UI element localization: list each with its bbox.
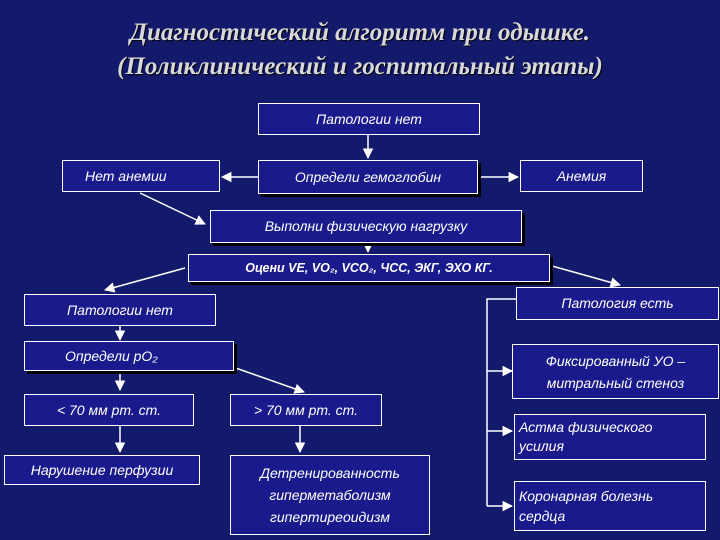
coronary-line-2: сердца [519,508,566,524]
coronary-line-1: Коронарная болезнь [519,488,654,504]
node-no-pathology: Патологии нет [24,294,216,326]
node-no-pathology-top: Патологии нет [258,103,480,135]
pathology-branch-line [486,298,516,506]
node-detraining: Детренированность гиперметаболизм гиперт… [230,455,430,535]
title-line-2: (Поликлинический и госпитальный этапы) [117,53,603,80]
detraining-line-3: гипертиреоидизм [269,509,391,525]
arrow-assess-to-no-pathology [103,267,186,293]
arrow-assess-to-pathology [551,265,622,288]
node-exercise-asthma: Астма физического усилия [514,414,706,460]
node-anemia: Анемия [520,160,643,192]
node-perfusion-disorder: Нарушение перфузии [4,455,200,485]
node-assess-parameters: Оцени VE, VO₂, VCO₂, ЧСС, ЭКГ, ЭХО КГ. [188,254,550,282]
node-no-anemia: Нет анемии [62,160,220,192]
detraining-line-2: гиперметаболизм [269,487,391,503]
title-line-1: Диагностический алгоритм при одышке. [129,19,591,46]
node-above-70: > 70 мм рт. ст. [230,394,382,426]
fixed-sv-line-2: митральный стеноз [546,374,685,391]
arrow-no-anemia-to-exercise [139,192,206,225]
node-determine-hemoglobin: Определи гемоглобин [258,160,478,194]
node-determine-po2: Определи рО₂ [24,341,234,371]
node-below-70: < 70 мм рт. ст. [24,394,194,426]
node-coronary-disease: Коронарная болезнь сердца [514,481,706,531]
arrow-po2-to-gt70 [229,365,305,394]
fixed-sv-line-1: Фиксированный УО – [545,352,686,369]
node-pathology-present: Патология есть [516,287,719,320]
node-fixed-stroke-volume: Фиксированный УО – митральный стеноз [512,344,719,399]
node-perform-exercise: Выполни физическую нагрузку [210,210,522,243]
detraining-line-1: Детренированность [260,465,400,481]
asthma-line-2: усилия [519,438,564,454]
asthma-line-1: Астма физического [519,419,653,435]
